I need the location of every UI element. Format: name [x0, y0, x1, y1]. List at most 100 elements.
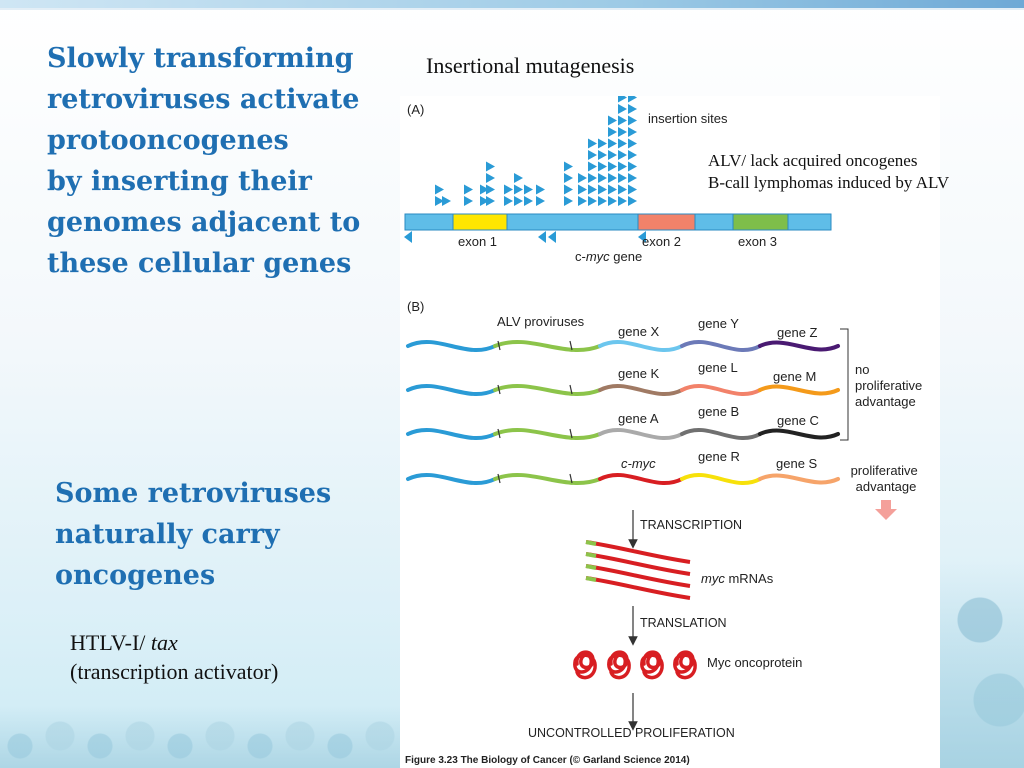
insertion-triangle-icon	[514, 196, 523, 206]
insertion-triangle-icon	[598, 150, 607, 160]
insertion-triangle-icon	[588, 196, 597, 206]
insertion-triangle-icon	[588, 161, 597, 172]
provirus-segment	[758, 428, 840, 440]
c-myc-gene-label: c-myc gene	[575, 249, 642, 264]
insertion-triangle-icon	[504, 184, 513, 195]
alv-note-line: B-call lymphomas induced by ALV	[708, 173, 950, 192]
subtitle-line: Some retroviruses	[55, 478, 332, 509]
provirus-segment	[406, 340, 497, 352]
insertion-triangle-icon	[608, 173, 617, 183]
ltr-tick	[569, 473, 573, 484]
reverse-triangle-icon	[404, 231, 412, 243]
translation-label: TRANSLATION	[640, 616, 727, 630]
provirus-segment	[406, 428, 497, 440]
provirus-segment	[406, 473, 497, 485]
insertion-triangle-icon	[564, 161, 573, 172]
reverse-triangle-icon	[638, 231, 646, 243]
insertion-triangle-icon	[564, 173, 573, 183]
insertion-triangle-icon	[628, 173, 637, 183]
insertion-triangle-icon	[486, 161, 495, 172]
provirus-segment	[598, 340, 684, 352]
slide-subtitle: Some retroviruses naturally carry oncoge…	[55, 473, 375, 596]
insertion-triangle-icon	[618, 127, 627, 137]
reverse-triangle-icon	[538, 231, 546, 243]
htlv-gene: tax	[150, 630, 178, 655]
row-2-left-gene: gene K	[618, 366, 660, 381]
insertion-triangle-icon	[628, 196, 637, 206]
htlv-note: HTLV-I/ tax (transcription activator)	[70, 628, 278, 686]
alv-proviruses-label: ALV proviruses	[497, 314, 585, 329]
insertion-triangle-icon	[608, 150, 617, 160]
slide-title: Slowly transforming retroviruses activat…	[47, 38, 387, 284]
htlv-prefix: HTLV-I/	[70, 630, 151, 655]
myc-oncoprotein-icon	[607, 650, 631, 680]
insertion-triangle-icon	[628, 127, 637, 137]
myc-mrnas-label: myc mRNAs	[701, 571, 774, 586]
provirus-segment	[758, 473, 840, 485]
subtitle-line: naturally carry	[55, 519, 280, 550]
subtitle-line: oncogenes	[55, 560, 216, 591]
provirus-segment	[680, 472, 762, 486]
gene-segment	[506, 213, 639, 231]
insertion-triangle-icon	[628, 161, 637, 172]
exon-1-box	[452, 213, 508, 231]
insertion-triangle-icon	[588, 184, 597, 195]
provirus-rows	[406, 339, 840, 486]
figure-svg: (A) insertion sites exon 1 exon 2 exon 3…	[404, 96, 922, 766]
insertion-triangle-icon	[628, 138, 637, 149]
provirus-segment	[680, 339, 762, 353]
exon-2-box	[637, 213, 696, 231]
ltr-tick	[569, 340, 573, 351]
insertion-triangle-icon	[608, 115, 617, 126]
figure-caption: Figure 3.23 The Biology of Cancer (© Gar…	[405, 755, 690, 766]
provirus-segment	[493, 473, 602, 485]
insertion-triangle-icon	[598, 138, 607, 149]
insertion-triangle-icon	[598, 161, 607, 172]
insertion-triangle-icon	[628, 150, 637, 160]
insertion-triangle-icon	[628, 104, 637, 114]
provirus-segment	[758, 340, 840, 352]
panel-a-label: (A)	[407, 102, 424, 117]
ltr-tick	[497, 340, 501, 351]
insertion-triangle-icon	[618, 104, 627, 114]
insertion-triangle-icon	[618, 115, 627, 126]
insertion-triangle-icon	[504, 196, 513, 206]
gene-segment	[787, 213, 832, 231]
insertion-triangle-icon	[464, 184, 473, 195]
insertion-sites-label: insertion sites	[648, 111, 728, 126]
insertion-triangle-icon	[618, 138, 627, 149]
insertion-triangle-icon	[628, 115, 637, 126]
no-advantage-bracket	[840, 328, 849, 441]
row-1-mid-gene: gene Y	[698, 316, 739, 331]
row-4-mid-gene: gene R	[698, 449, 740, 464]
insertion-triangle-icon	[524, 184, 533, 195]
insertion-triangle-icon	[598, 173, 607, 183]
exon-2-label: exon 2	[642, 234, 681, 249]
insertional-mutagenesis-label: Insertional mutagenesis	[426, 53, 635, 78]
insertion-triangle-icon	[435, 184, 444, 195]
insertion-site-markers	[435, 96, 637, 206]
insertion-triangle-icon	[588, 173, 597, 183]
insertion-triangle-icon	[435, 196, 444, 206]
row-1-right-gene: gene Z	[777, 325, 818, 340]
insertion-triangle-icon	[578, 173, 587, 183]
myc-oncoprotein-label: Myc oncoprotein	[707, 655, 802, 670]
insertion-triangle-icon	[608, 196, 617, 206]
gene-segment	[404, 213, 454, 231]
provirus-segment	[680, 383, 762, 397]
alv-note-line: ALV/ lack acquired oncogenes	[708, 151, 918, 170]
row-2-mid-gene: gene L	[698, 360, 738, 375]
insertion-triangle-icon	[486, 184, 495, 195]
panel-b-label: (B)	[407, 299, 424, 314]
insertion-triangle-icon	[524, 196, 533, 206]
exon-3-box	[732, 213, 789, 231]
insertion-triangle-icon	[598, 196, 607, 206]
row-4-right-gene: gene S	[776, 456, 818, 471]
insertion-triangle-icon	[618, 196, 627, 206]
title-line: Slowly transforming	[47, 43, 354, 74]
gene-segment	[694, 213, 734, 231]
insertion-triangle-icon	[608, 161, 617, 172]
myc-oncoprotein-icon	[573, 650, 597, 680]
row-2-right-gene: gene M	[773, 369, 816, 384]
wave-decoration-left	[0, 706, 400, 768]
